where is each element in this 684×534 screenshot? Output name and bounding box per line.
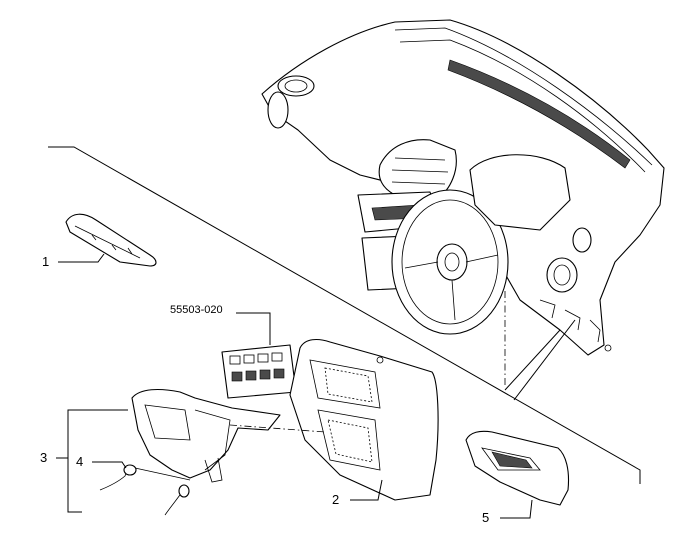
dashboard-assembly — [261, 19, 665, 356]
leader-part-3 — [67, 409, 128, 513]
leader-part-4 — [92, 461, 127, 469]
leader-part-code — [236, 312, 271, 345]
part-4-cable — [99, 464, 191, 516]
switch-panel — [221, 344, 297, 399]
part-5-lid — [465, 430, 570, 506]
callout-2: 2 — [332, 492, 339, 507]
callout-3: 3 — [40, 450, 47, 465]
alignment-line — [48, 146, 641, 484]
leader-part-2 — [350, 479, 383, 501]
callout-1: 1 — [42, 254, 49, 269]
part-3-lower-bracket — [131, 388, 326, 483]
part-code-label: 55503-020 — [170, 304, 223, 316]
leader-part-5 — [500, 499, 533, 519]
part-2-center-console — [289, 338, 439, 501]
leader-part-1 — [58, 253, 105, 263]
part-1-trim — [65, 213, 157, 267]
callout-5: 5 — [482, 510, 489, 525]
callout-4: 4 — [76, 454, 83, 469]
